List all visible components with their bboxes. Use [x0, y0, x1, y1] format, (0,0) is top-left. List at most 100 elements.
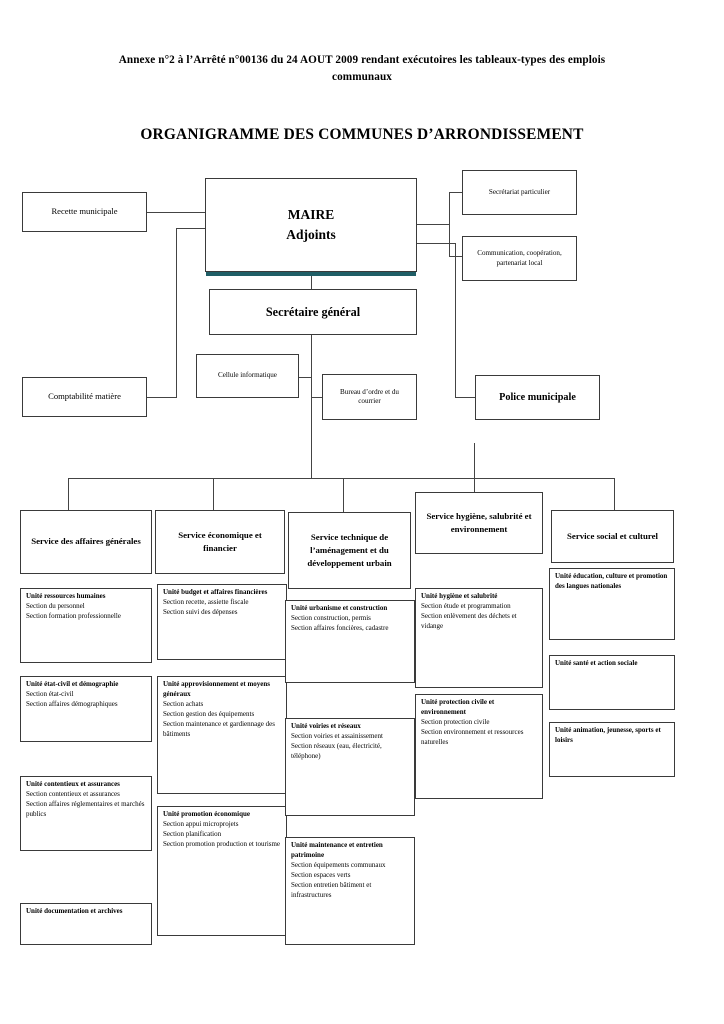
unit-box-0-3[interactable]: Unité documentation et archives [20, 903, 152, 945]
unit-content-2-0: Unité urbanisme et construction Section … [291, 604, 409, 634]
service-box-3[interactable]: Service hygiène, salubrité et environnem… [415, 492, 543, 554]
connector-drop-service-5 [614, 478, 616, 510]
unit-section-1-0-1: Section suivi des dépenses [163, 607, 238, 616]
connector-maire-secgen [311, 272, 313, 289]
box-recette-municipale[interactable]: Recette municipale [22, 192, 147, 232]
police-municipale-label: Police municipale [499, 391, 576, 403]
unit-section-1-1-1: Section gestion des équipements [163, 709, 255, 718]
unit-box-4-0[interactable]: Unité éducation, culture et promotion de… [549, 568, 675, 640]
service-label-0: Service des affaires générales [31, 536, 141, 547]
service-box-1[interactable]: Service économique et financier [155, 510, 285, 574]
comptabilite-matiere-label: Comptabilité matière [48, 391, 121, 402]
unit-box-1-0[interactable]: Unité budget et affaires financières Sec… [157, 584, 287, 660]
unit-box-4-2[interactable]: Unité animation, jeunesse, sports et loi… [549, 722, 675, 777]
maire-line-2: Adjoints [286, 227, 336, 242]
connector-drop-service-4 [474, 443, 476, 492]
unit-section-2-2-0: Section équipements communaux [291, 860, 386, 869]
connector-police [455, 397, 475, 399]
unit-section-1-2-2: Section promotion production et tourisme [163, 839, 281, 848]
service-label-2: Service technique de l’aménagement et du… [307, 531, 392, 569]
connector-secgen-spine [311, 335, 313, 479]
service-label-4: Service social et culturel [567, 530, 658, 541]
unit-box-2-2[interactable]: Unité maintenance et entretien patrimoin… [285, 837, 415, 945]
box-secretaire-general[interactable]: Secrétaire général [209, 289, 417, 335]
connector-drop-service-1 [68, 478, 70, 520]
unit-box-1-2[interactable]: Unité promotion économique Section appui… [157, 806, 287, 936]
unit-section-0-2-0: Section contentieux et assurances [26, 789, 120, 798]
box-maire-adjoints[interactable]: MAIRE Adjoints [205, 178, 417, 272]
unit-section-1-2-1: Section planification [163, 829, 222, 838]
recette-municipale-label: Recette municipale [51, 206, 118, 217]
unit-section-2-0-0: Section construction, permis [291, 613, 371, 622]
connector-police-spine [455, 243, 457, 398]
unit-title-4-2: Unité animation, jeunesse, sports et loi… [555, 726, 661, 744]
connector-bureau-ordre [311, 397, 322, 399]
unit-title-3-1: Unité protection civile et environnement [421, 698, 495, 716]
unit-section-0-2-1: Section affaires réglementaires et march… [26, 799, 145, 818]
service-box-0[interactable]: Service des affaires générales [20, 510, 152, 574]
connector-maire-left-spine [176, 228, 178, 398]
page-title: ORGANIGRAMME DES COMMUNES D’ARRONDISSEME… [140, 126, 584, 143]
box-comptabilite-matiere[interactable]: Comptabilité matière [22, 377, 147, 417]
document-header: Annexe n°2 à l’Arrêté n°00136 du 24 AOUT… [118, 54, 606, 84]
connector-maire-right-stub [417, 224, 450, 226]
unit-content-1-2: Unité promotion économique Section appui… [163, 810, 281, 850]
unit-section-0-0-0: Section du personnel [26, 601, 85, 610]
communication-label: Communication, coopération, partenariat … [477, 249, 562, 267]
unit-section-0-0-1: Section formation professionnelle [26, 611, 121, 620]
connector-drop-service-2 [213, 478, 215, 520]
unit-content-4-0: Unité éducation, culture et promotion de… [555, 572, 669, 592]
unit-box-4-1[interactable]: Unité santé et action sociale [549, 655, 675, 710]
service-label-1: Service économique et financier [178, 529, 262, 553]
box-secretariat-particulier[interactable]: Secrétariat particulier [462, 170, 577, 215]
unit-content-2-2: Unité maintenance et entretien patrimoin… [291, 841, 409, 901]
box-cellule-informatique[interactable]: Cellule informatique [196, 354, 299, 398]
unit-section-2-1-1: Section réseaux (eau, électricité, télép… [291, 741, 382, 760]
unit-content-4-1: Unité santé et action sociale [555, 659, 669, 669]
maire-label: MAIRE Adjoints [211, 205, 411, 246]
unit-title-0-3: Unité documentation et archives [26, 907, 123, 915]
maire-accent-bar [206, 271, 416, 276]
unit-content-0-1: Unité état-civil et démographie Section … [26, 680, 146, 710]
unit-box-0-0[interactable]: Unité ressources humaines Section du per… [20, 588, 152, 663]
cellule-informatique-label: Cellule informatique [218, 371, 277, 380]
unit-section-3-1-0: Section protection civile [421, 717, 490, 726]
unit-content-3-0: Unité hygiène et salubrité Section étude… [421, 592, 537, 632]
connector-services-bus [68, 478, 614, 480]
box-police-municipale[interactable]: Police municipale [475, 375, 600, 420]
unit-section-1-1-2: Section maintenance et gardiennage des b… [163, 719, 275, 738]
unit-box-2-0[interactable]: Unité urbanisme et construction Section … [285, 600, 415, 683]
service-label-3: Service hygiène, salubrité et environnem… [426, 510, 532, 534]
unit-content-0-2: Unité contentieux et assurances Section … [26, 780, 146, 820]
unit-box-3-0[interactable]: Unité hygiène et salubrité Section étude… [415, 588, 543, 688]
connector-comptabilite [147, 397, 177, 399]
unit-box-3-1[interactable]: Unité protection civile et environnement… [415, 694, 543, 799]
secretariat-particulier-label: Secrétariat particulier [488, 187, 551, 196]
connector-drop-service-3 [343, 478, 345, 512]
unit-section-1-0-0: Section recette, assiette fiscale [163, 597, 249, 606]
service-box-4[interactable]: Service social et culturel [551, 510, 674, 563]
connector-maire-police-stub [417, 243, 456, 245]
unit-content-4-2: Unité animation, jeunesse, sports et loi… [555, 726, 669, 746]
unit-section-1-2-0: Section appui microprojets [163, 819, 239, 828]
unit-box-2-1[interactable]: Unité voiries et réseaux Section voiries… [285, 718, 415, 816]
service-box-2[interactable]: Service technique de l’aménagement et du… [288, 512, 411, 589]
unit-title-4-0: Unité éducation, culture et promotion de… [555, 572, 668, 590]
unit-box-0-2[interactable]: Unité contentieux et assurances Section … [20, 776, 152, 851]
connector-cellule-informatique [299, 377, 312, 379]
unit-box-0-1[interactable]: Unité état-civil et démographie Section … [20, 676, 152, 742]
bureau-ordre-label: Bureau d’ordre et du courrier [340, 387, 399, 405]
unit-content-0-3: Unité documentation et archives [26, 907, 146, 917]
unit-title-3-0: Unité hygiène et salubrité [421, 592, 498, 600]
unit-title-1-2: Unité promotion économique [163, 810, 250, 818]
box-communication[interactable]: Communication, coopération, partenariat … [462, 236, 577, 281]
unit-section-3-1-1: Section environnement et ressources natu… [421, 727, 524, 746]
unit-section-0-1-1: Section affaires démographiques [26, 699, 118, 708]
unit-box-1-1[interactable]: Unité approvisionnement et moyens généra… [157, 676, 287, 794]
box-bureau-ordre[interactable]: Bureau d’ordre et du courrier [322, 374, 417, 420]
connector-secretariat-particulier [449, 192, 462, 194]
unit-section-1-1-0: Section achats [163, 699, 204, 708]
unit-title-2-2: Unité maintenance et entretien patrimoin… [291, 841, 383, 859]
unit-title-0-1: Unité état-civil et démographie [26, 680, 119, 688]
